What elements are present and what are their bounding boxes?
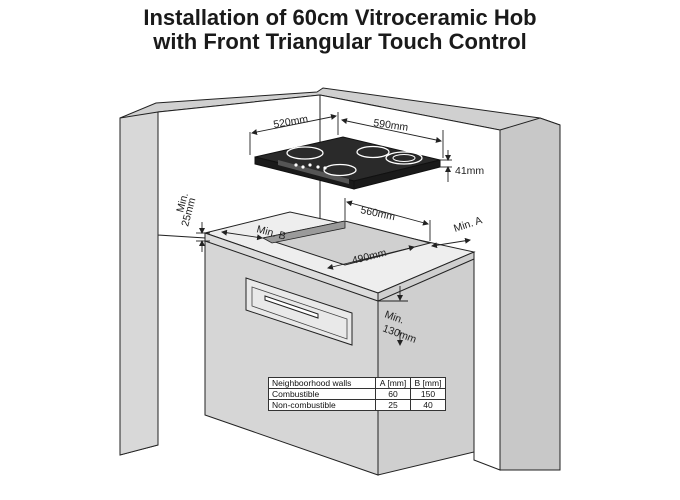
hob-height-label: 41mm <box>455 165 484 177</box>
min-side-label-line-1: Min. <box>174 192 191 214</box>
table-header-b: B [mm] <box>410 377 446 389</box>
cooking-zone-2 <box>323 163 357 177</box>
cooking-zone-3 <box>356 145 390 159</box>
dimension-lines <box>196 112 471 346</box>
table-cell: Combustible <box>268 388 376 400</box>
clearance-table: Neighboorhood walls A [mm] B [mm] Combus… <box>268 377 446 411</box>
table-row: Non-combustible 25 40 <box>268 399 446 411</box>
cooking-zone-4 <box>385 151 423 165</box>
cabinet-handle <box>264 295 319 319</box>
vitroceramic-hob <box>254 136 441 190</box>
cabinet <box>204 239 475 476</box>
table-row: Combustible 60 150 <box>268 388 446 400</box>
table-cell: Non-combustible <box>268 399 376 411</box>
diagram-title-line-2: with Front Triangular Touch Control <box>153 29 527 54</box>
hob-width-label: 590mm <box>373 117 410 134</box>
table-cell: 25 <box>375 399 411 411</box>
back-wall <box>119 87 561 471</box>
table-header-a: A [mm] <box>375 377 411 389</box>
diagram-title-line-1: Installation of 60cm Vitroceramic Hob <box>143 5 537 30</box>
table-cell: 150 <box>410 388 446 400</box>
table-header-walls: Neighboorhood walls <box>268 377 376 389</box>
cooking-zone-1 <box>286 146 324 160</box>
table-cell: 40 <box>410 399 446 411</box>
table-cell: 60 <box>375 388 411 400</box>
table-header-row: Neighboorhood walls A [mm] B [mm] <box>268 377 446 389</box>
